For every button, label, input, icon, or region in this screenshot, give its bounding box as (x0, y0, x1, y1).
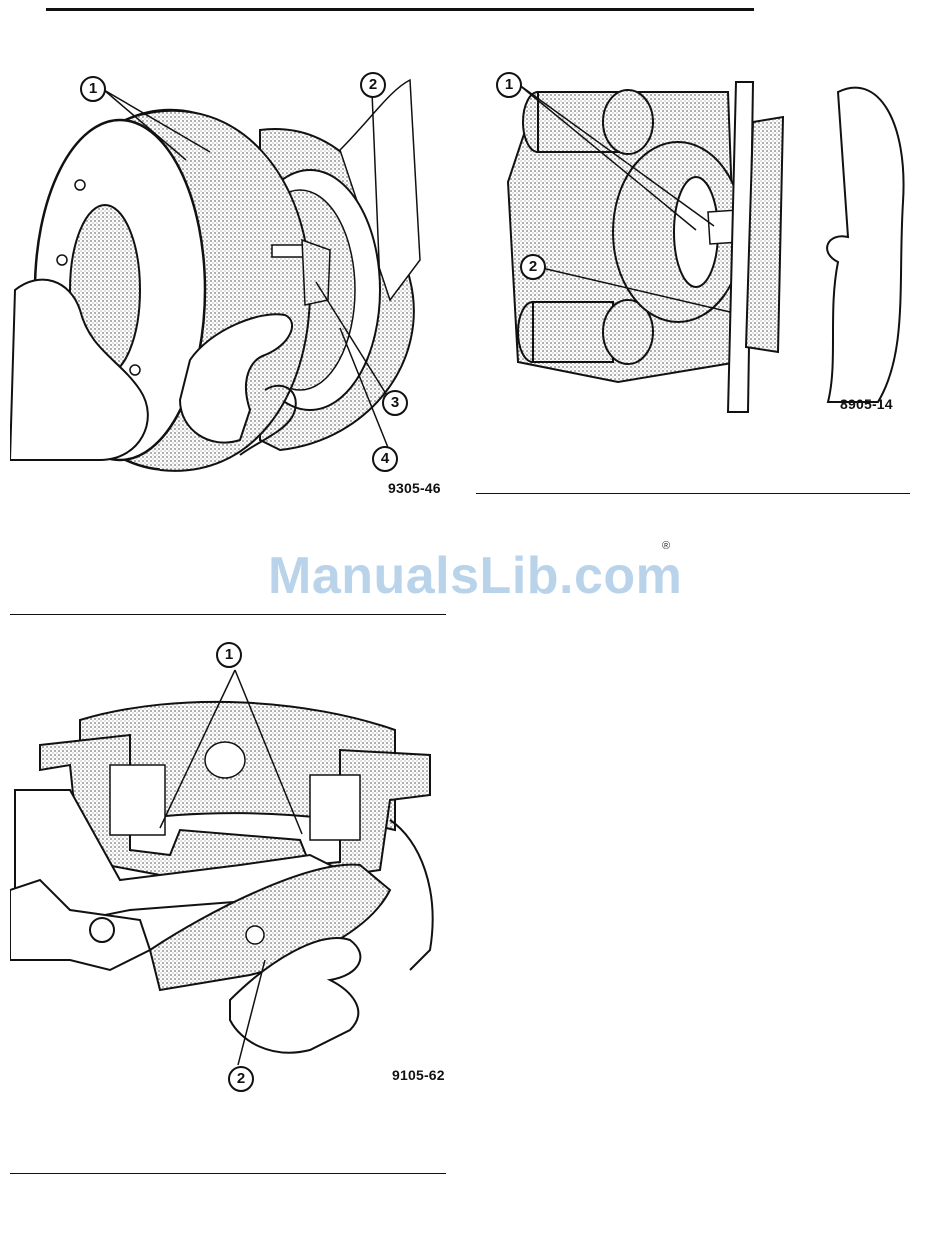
callout-2: 2 (520, 254, 546, 280)
caliper-illustration (478, 62, 918, 422)
figure-drum-hub: 1 2 3 4 9305-46 (10, 60, 450, 500)
callout-4: 4 (372, 446, 398, 472)
drum-hub-illustration (10, 60, 450, 500)
header-rule (46, 8, 754, 11)
watermark-text: ManualsLib.com (268, 546, 682, 606)
callout-3: 3 (382, 390, 408, 416)
callout-2: 2 (360, 72, 386, 98)
callout-1: 1 (496, 72, 522, 98)
figure-rule (10, 614, 446, 615)
figure-code: 9105-62 (392, 1067, 445, 1083)
registered-mark: ® (662, 540, 670, 552)
figure-rule (476, 493, 910, 494)
figure-code: 9305-46 (388, 480, 441, 496)
figure-brake-shoe: 1 2 9105-62 (10, 630, 450, 1100)
figure-rule (10, 1173, 446, 1174)
callout-1: 1 (80, 76, 106, 102)
brake-shoe-illustration (10, 630, 450, 1100)
figure-caliper: 1 2 8905-14 (478, 62, 918, 422)
callout-2: 2 (228, 1066, 254, 1092)
figure-code: 8905-14 (840, 396, 893, 412)
callout-1: 1 (216, 642, 242, 668)
